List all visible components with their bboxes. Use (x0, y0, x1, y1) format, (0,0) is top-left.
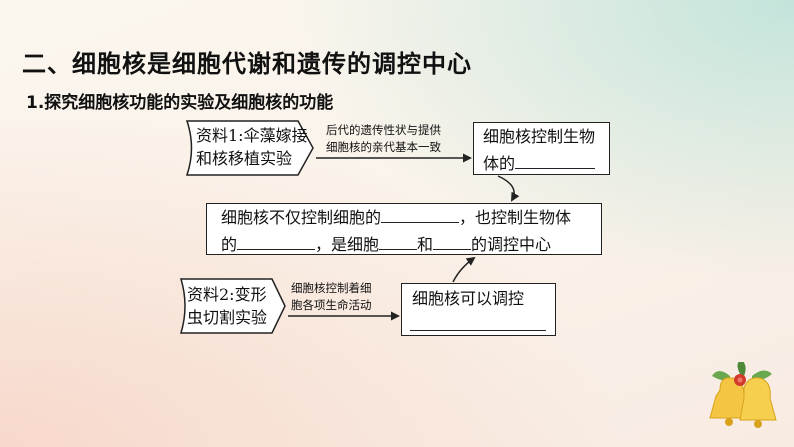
arrow2-label-line2: 胞各项生命活动 (291, 298, 372, 312)
source2-line1: 资料2:变形 (187, 285, 267, 304)
center-line1-b: ，也控制生物体 (459, 208, 572, 227)
source1-line2: 和核移植实验 (196, 149, 293, 168)
conclusion-box-1: 细胞核控制生物 体的 (473, 122, 610, 175)
center-line2-b: ，是细胞 (315, 235, 380, 254)
arrow-box1-to-center (497, 175, 520, 202)
source1-line1: 资料1:伞藻嫁接 (196, 126, 308, 145)
sub-heading: 1.探究细胞核功能的实验及细胞核的功能 (26, 93, 334, 113)
center-line2-a: 的 (221, 235, 238, 254)
box1-line2-prefix: 体的 (483, 154, 516, 173)
blank-center-4 (433, 231, 472, 250)
blank-box2 (410, 312, 546, 331)
box1-line1: 细胞核控制生物 (483, 127, 596, 146)
arrow1-label-line2: 细胞核的亲代基本一致 (326, 140, 441, 154)
blank-center-2 (237, 231, 316, 250)
center-line2-d: 的调控中心 (471, 235, 552, 254)
source1-shape (186, 120, 314, 176)
blank-center-1 (381, 204, 460, 223)
christmas-bells-decoration (709, 362, 777, 428)
blank-box1 (515, 150, 596, 169)
conclusion-box-2: 细胞核可以调控 (401, 283, 556, 336)
box2-line1: 细胞核可以调控 (412, 289, 525, 308)
source2-shape (180, 278, 286, 334)
center-box: 细胞核不仅控制细胞的 ，也控制生物体 的 ，是细胞 和 的调控中心 (206, 203, 602, 255)
section-heading: 二、细胞核是细胞代谢和遗传的调控中心 (22, 50, 472, 78)
source2-box: 资料2:变形 虫切割实验 (180, 278, 286, 334)
center-line1-a: 细胞核不仅控制细胞的 (221, 208, 382, 227)
arrow2-label-line1: 细胞核控制着细 (291, 281, 372, 295)
arrow1-label-line1: 后代的遗传性状与提供 (326, 123, 441, 137)
blank-center-3 (379, 231, 418, 250)
source2-line2: 虫切割实验 (187, 308, 268, 327)
center-line2-c: 和 (417, 235, 434, 254)
arrow-box2-to-center (452, 256, 476, 283)
source1-box: 资料1:伞藻嫁接 和核移植实验 (186, 120, 314, 176)
